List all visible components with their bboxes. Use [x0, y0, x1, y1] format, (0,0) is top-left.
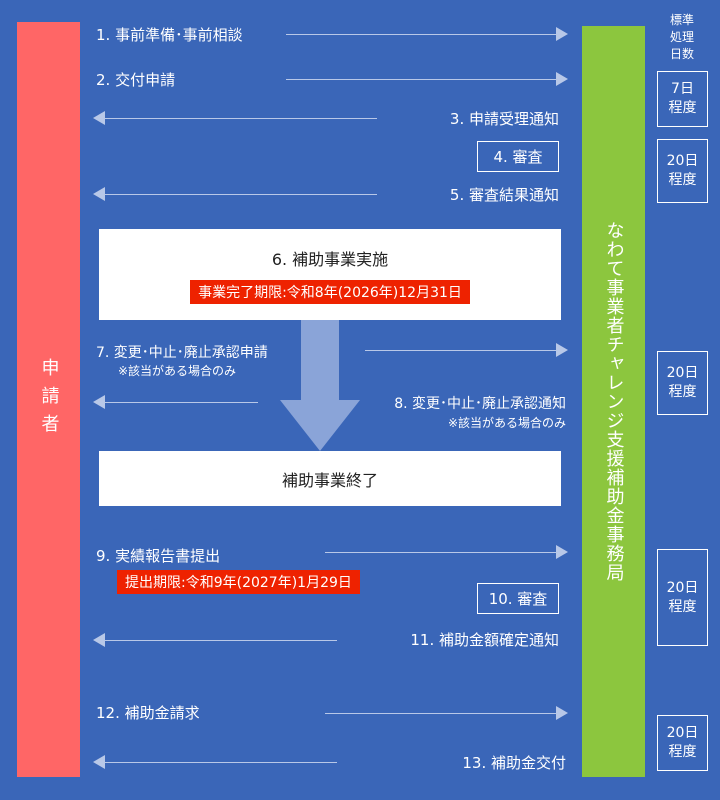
step-3-label: 3. 申請受理通知: [449, 110, 559, 128]
arrow-right-line: [286, 79, 556, 80]
standard-days-header-line: 処理: [669, 30, 694, 44]
completion-deadline-badge: 事業完了期限:令和8年(2026年)12月31日: [190, 279, 470, 304]
step-13-label: 13. 補助金交付: [462, 754, 566, 772]
arrow-left-head: [93, 187, 105, 201]
office-column: なわて事業者チャレンジ支援補助金事務局: [582, 26, 645, 777]
days-value: 20日: [666, 725, 699, 741]
step-6-box: 6. 補助事業実施 事業完了期限:令和8年(2026年)12月31日: [99, 229, 561, 320]
submission-deadline-badge: 提出期限:令和9年(2027年)1月29日: [117, 570, 360, 594]
step-12-label: 12. 補助金請求: [96, 704, 200, 722]
step-1-label: 1. 事前準備･事前相談: [96, 26, 243, 44]
days-value: 7日: [671, 81, 694, 97]
step-7-label: 7. 変更･中止･廃止承認申請: [96, 345, 268, 361]
step-10-review-box: 10. 審査: [477, 583, 559, 614]
standard-days-header-line: 標準: [669, 13, 694, 27]
step-4-review-box: 4. 審査: [477, 141, 559, 172]
days-box: 20日 程度: [657, 139, 708, 203]
days-suffix: 程度: [668, 598, 697, 615]
arrow-left-head: [93, 395, 105, 409]
step-2-label: 2. 交付申請: [96, 71, 176, 89]
arrow-right-line: [325, 713, 556, 714]
arrow-left-line: [105, 118, 377, 119]
arrow-right-line: [365, 350, 556, 351]
arrow-left-line: [105, 402, 258, 403]
days-suffix: 程度: [668, 384, 697, 400]
project-end-label: 補助事業終了: [281, 470, 378, 490]
office-label: なわて事業者チャレンジ支援補助金事務局: [603, 221, 625, 582]
step-5-label: 5. 審査結果通知: [449, 186, 559, 204]
step-11-label: 11. 補助金額確定通知: [410, 631, 559, 649]
arrow-right-head: [556, 343, 568, 357]
arrow-right-head: [556, 27, 568, 41]
project-end-box: 補助事業終了: [99, 451, 561, 506]
arrow-right-head: [556, 706, 568, 720]
arrow-left-line: [105, 762, 337, 763]
arrow-right-line: [325, 552, 556, 553]
arrow-left-head: [93, 755, 105, 769]
big-down-arrow: [280, 320, 360, 451]
days-suffix: 程度: [668, 100, 697, 116]
arrow-right-head: [556, 545, 568, 559]
days-box: 20日 程度: [657, 715, 708, 771]
days-suffix: 程度: [668, 172, 697, 188]
days-box: 20日 程度: [657, 351, 708, 415]
step-8-label: 8. 変更･中止･廃止承認通知: [394, 396, 566, 412]
applicant-column: 申請者: [17, 22, 80, 777]
step-8-note: ※該当がある場合のみ: [447, 416, 566, 430]
arrow-left-line: [105, 194, 377, 195]
arrow-left-head: [93, 111, 105, 125]
big-down-arrow-shape: [280, 320, 360, 451]
arrow-left-head: [93, 633, 105, 647]
arrow-right-line: [286, 34, 556, 35]
arrow-left-line: [105, 640, 337, 641]
days-suffix: 程度: [668, 744, 697, 760]
standard-days-header: 標準 処理 日数: [656, 12, 708, 63]
step-9-label: 9. 実績報告書提出: [96, 547, 221, 565]
days-value: 20日: [666, 153, 699, 169]
step-6-title: 6. 補助事業実施: [271, 249, 389, 269]
step-4-label: 4. 審査: [493, 148, 543, 166]
arrow-right-head: [556, 72, 568, 86]
days-box: 7日 程度: [657, 71, 708, 127]
applicant-label: 申請者: [38, 357, 60, 442]
days-box: 20日 程度: [657, 549, 708, 646]
days-value: 20日: [666, 365, 699, 381]
step-10-label: 10. 審査: [488, 590, 548, 608]
standard-days-header-line: 日数: [669, 47, 694, 61]
step-7-note: ※該当がある場合のみ: [118, 364, 237, 378]
days-value: 20日: [666, 579, 699, 596]
